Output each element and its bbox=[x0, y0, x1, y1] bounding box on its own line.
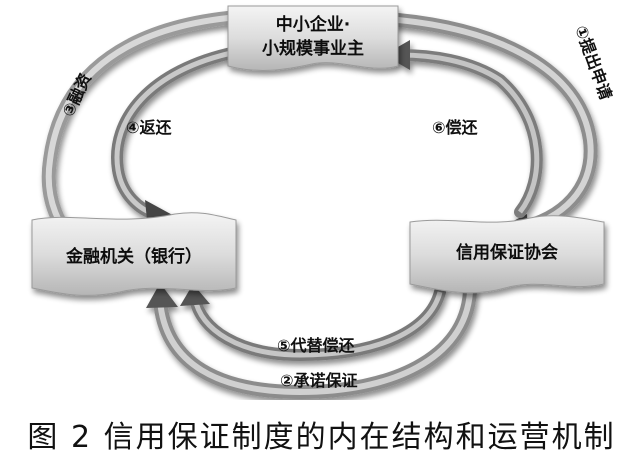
edge-label-apply: ①提出申请 bbox=[571, 23, 615, 102]
credit-guarantee-diagram: 中小企业· 小规模事业主 金融机关（银行） 信用保证协会 ①提出申请 ③融资 ④… bbox=[31, 5, 616, 400]
edge-label-repay: ④返还 bbox=[126, 118, 173, 137]
node-association-label: 信用保证协会 bbox=[456, 242, 558, 263]
edge-label-subrogation: ⑤代替偿还 bbox=[277, 336, 356, 355]
arrow-repay bbox=[111, 46, 242, 230]
arrow-guarantee bbox=[146, 283, 477, 400]
node-bank: 金融机关（银行） bbox=[31, 212, 237, 296]
node-bank-label: 金融机关（银行） bbox=[65, 246, 202, 267]
node-sme: 中小企业· 小规模事业主 bbox=[227, 5, 399, 71]
edge-label-reimburse: ⑥偿还 bbox=[432, 118, 479, 137]
edge-label-guarantee: ②承诺保证 bbox=[280, 371, 358, 390]
node-sme-line2: 小规模事业主 bbox=[262, 38, 364, 59]
edge-label-financing: ③融资 bbox=[58, 70, 94, 119]
node-sme-line1: 中小企业· bbox=[276, 14, 350, 35]
arrow-subrogation bbox=[180, 284, 446, 362]
figure-caption: 图 2 信用保证制度的内在结构和运营机制 bbox=[27, 420, 616, 455]
node-association: 信用保证协会 bbox=[409, 215, 605, 294]
